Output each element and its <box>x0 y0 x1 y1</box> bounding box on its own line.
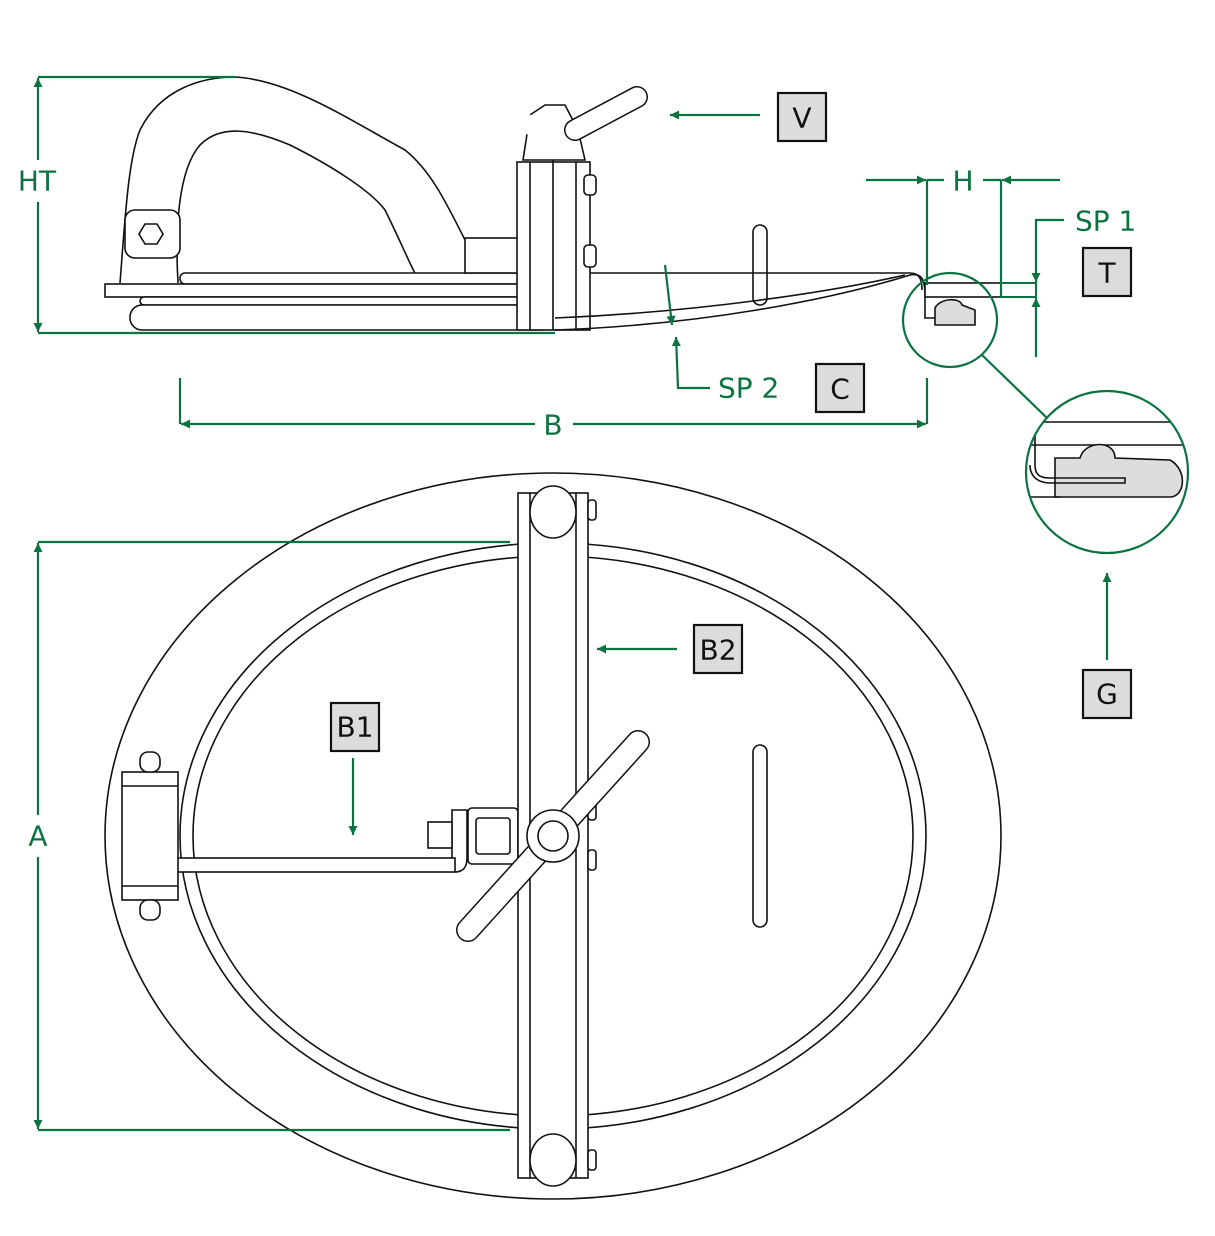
dimension-sp2: SP 2 C <box>663 264 866 414</box>
gasket-lower <box>129 304 556 331</box>
dimension-label-a: A <box>28 820 47 853</box>
top-view <box>104 472 1002 1200</box>
dimension-label-sp1: SP 1 <box>1075 205 1136 238</box>
callout-label-b2: B2 <box>699 634 736 667</box>
dimension-sp1: SP 1 T <box>1000 205 1136 357</box>
wing-handle-left <box>458 85 550 140</box>
dimension-ht: HT <box>18 75 555 335</box>
dimension-label-h: H <box>952 165 973 198</box>
slot <box>752 744 768 928</box>
gasket-top <box>139 296 556 306</box>
detail-g: G <box>901 271 1190 720</box>
wing-handle-right <box>565 87 647 140</box>
callout-label-c: C <box>830 373 850 406</box>
dished-cover-top <box>590 272 923 291</box>
seal-profile <box>934 298 976 326</box>
dished-cover-mid <box>554 274 906 319</box>
callout-label-t: T <box>1097 257 1116 290</box>
callout-label-b1: B1 <box>336 711 373 744</box>
callout-b2: B2 <box>597 623 744 675</box>
detail-marker-circle <box>901 271 999 369</box>
outer-flange <box>104 472 1002 1200</box>
hinge-block <box>121 771 179 901</box>
dimension-label-ht: HT <box>18 165 57 198</box>
dimension-h: H <box>866 165 1060 297</box>
dimension-b: B <box>178 378 929 442</box>
clamp-screw <box>464 237 521 274</box>
dimension-label-sp2: SP 2 <box>718 372 779 405</box>
dimension-label-b: B <box>543 409 562 442</box>
handle-arch-inner <box>176 130 421 284</box>
callout-b1: B1 <box>329 701 381 835</box>
dimension-a: A <box>28 540 510 1132</box>
callout-label-g: G <box>1096 678 1118 711</box>
callout-label-v: V <box>792 102 811 135</box>
hinge-rail <box>179 272 556 285</box>
callout-v: V <box>670 91 828 143</box>
hex-nut-icon <box>138 223 164 245</box>
cover-plate <box>104 283 556 298</box>
handle-pin <box>752 224 768 306</box>
side-view <box>104 76 1002 331</box>
